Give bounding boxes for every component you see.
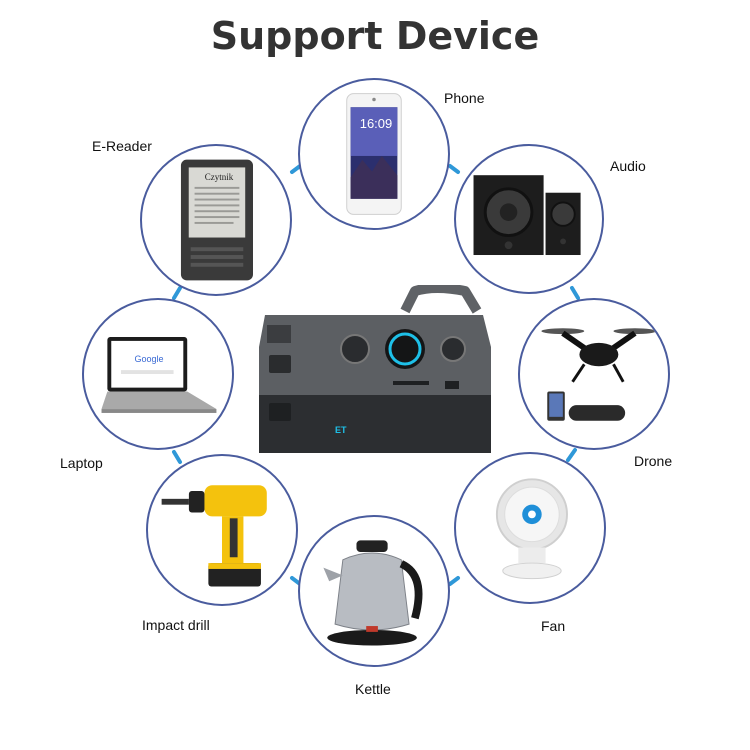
label-laptop: Laptop xyxy=(60,455,103,471)
laptop-icon xyxy=(101,337,217,413)
drone-icon xyxy=(541,328,657,421)
laptop-node: Google xyxy=(82,298,234,450)
smartphone-icon xyxy=(346,93,402,215)
label-drill: Impact drill xyxy=(142,617,210,633)
phone-screen-time: 16:09 xyxy=(359,116,393,131)
speaker-icon xyxy=(473,175,581,256)
label-audio: Audio xyxy=(610,158,646,174)
drill-icon xyxy=(161,485,267,587)
power-station: ET xyxy=(255,283,495,465)
audio-node xyxy=(454,144,604,294)
ereader-screen-title: Czytnik xyxy=(204,172,234,182)
ereader-icon xyxy=(180,159,253,281)
label-fan: Fan xyxy=(541,618,566,634)
link-drone-fan xyxy=(566,448,577,462)
label-ereader: E-Reader xyxy=(92,138,152,154)
power-station-icon xyxy=(259,283,491,453)
link-laptop-ereader xyxy=(172,286,182,300)
ereader-node: Czytnik xyxy=(140,144,292,296)
link-drill-laptop xyxy=(172,450,182,464)
kettle-icon xyxy=(323,540,423,646)
kettle-node xyxy=(298,515,450,667)
label-phone: Phone xyxy=(444,90,485,106)
laptop-screen-text: Google xyxy=(134,354,164,364)
drone-node xyxy=(518,298,670,450)
link-audio-drone xyxy=(570,286,580,300)
power-station-brand: ET xyxy=(335,425,347,435)
fan-node xyxy=(454,452,606,604)
label-drone: Drone xyxy=(634,453,673,469)
page-title: Support Device xyxy=(210,14,540,58)
link-fan-kettle xyxy=(448,576,460,586)
fan-icon xyxy=(495,478,568,580)
link-phone-audio xyxy=(448,164,460,174)
drill-node xyxy=(146,454,298,606)
label-kettle: Kettle xyxy=(355,681,391,697)
phone-node: 16:09 xyxy=(298,78,450,230)
